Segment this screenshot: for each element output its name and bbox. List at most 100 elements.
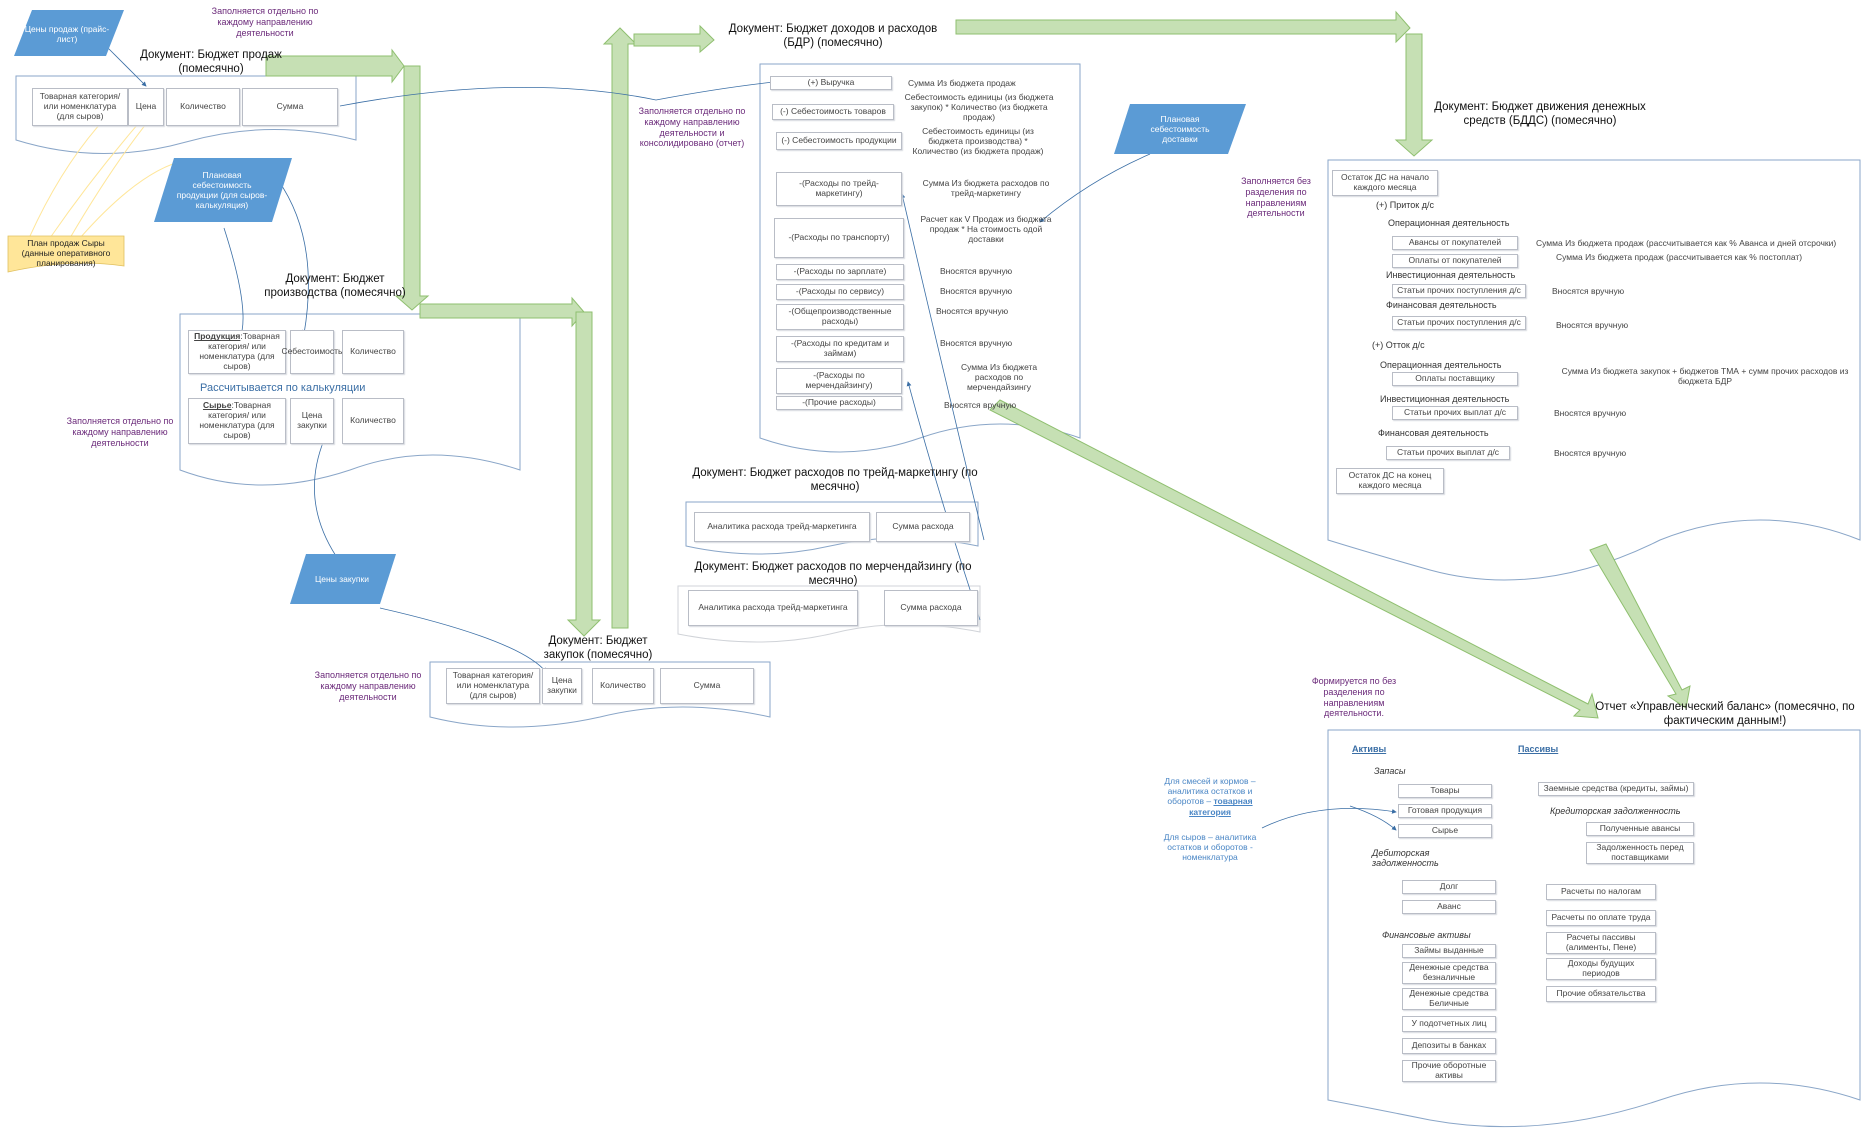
balance-other-calc: Расчеты пассивы (алименты, Пене)	[1546, 932, 1656, 954]
note-fill-each-3: Заполняется отдельно по каждому направле…	[314, 670, 422, 702]
balance-accountable: У подотчетных лиц	[1402, 1016, 1496, 1032]
bdds-op2: Операционная деятельность	[1380, 360, 1502, 370]
bdr-row-product-cost: (-) Себестоимость продукции	[776, 132, 902, 150]
delivery-cost-label: Плановая себестоимость доставки	[1150, 113, 1210, 145]
purch-cell-sum: Сумма	[660, 668, 754, 704]
bdds-advances-src: Сумма Из бюджета продаж (рассчитывается …	[1536, 238, 1837, 248]
balance-tax: Расчеты по налогам	[1546, 884, 1656, 900]
purch-cell-qty: Количество	[592, 668, 654, 704]
bdr-src-service: Вносятся вручную	[940, 286, 1013, 296]
prod-raw-rest: :Товарная категория/ или номенклатура (д…	[199, 400, 275, 440]
delivery-cost-shape	[1114, 104, 1246, 154]
balance-receivables: Дебиторская задолженность	[1372, 848, 1439, 869]
conn-sales-to-bdr	[339, 80, 775, 107]
plan-cost-label: Плановая себестоимость продукции (для сы…	[176, 169, 268, 211]
balance-other-liab: Прочие обязательства	[1546, 986, 1656, 1002]
bdds-inv1: Инвестиционная деятельность	[1386, 270, 1516, 280]
bdr-src-merch: Сумма Из бюджета расходов по мерчендайзи…	[960, 362, 1038, 393]
bdr-row-credits: -(Расходы по кредитам и займам)	[776, 336, 904, 362]
flow-arrow-sales-down	[394, 65, 430, 311]
calc-note: Рассчитывается по калькуляции	[200, 382, 366, 394]
purchase-prices-shape	[290, 554, 396, 604]
balance-raw: Сырье	[1398, 824, 1492, 838]
balance-other-current: Прочие оборотные активы	[1402, 1060, 1496, 1082]
balance-cash: Денежные средства Беличные	[1402, 988, 1496, 1010]
sales-cell-price: Цена	[128, 88, 164, 126]
balance-stocks: Запасы	[1374, 766, 1406, 776]
prod-budget-title: Документ: Бюджет производства (помесячно…	[264, 273, 406, 300]
balance-advance: Аванс	[1402, 900, 1496, 914]
balance-title: Отчет «Управленческий баланс» (помесячно…	[1595, 701, 1855, 728]
bdds-other-in1: Статьи прочих поступления д/с	[1392, 284, 1526, 298]
conn-trade-to-bdr	[900, 193, 985, 541]
bdds-inflow: (+) Приток д/с	[1376, 200, 1434, 210]
prod-cell-price-purchase: Цена закупки	[290, 398, 334, 444]
balance-debt-suppliers: Задолженность перед поставщиками	[1586, 842, 1694, 864]
bdr-row-salary: -(Расходы по зарплате)	[776, 264, 904, 280]
bdds-other-out1: Статьи прочих выплат д/с	[1392, 406, 1518, 420]
bdds-payments: Оплаты от покупателей	[1392, 254, 1518, 268]
flow-arrow-bdr-in	[633, 24, 715, 54]
bdds-other-in2-src: Вносятся вручную	[1556, 320, 1629, 330]
sales-cell-qty: Количество	[166, 88, 240, 126]
flow-arrow-bdr-bdds	[955, 10, 1411, 44]
flow-arrow-prod-purch-v	[566, 311, 602, 637]
bdds-note: Заполняется без разделения по направлени…	[1241, 176, 1311, 219]
balance-finished: Готовая продукция	[1398, 804, 1492, 818]
balance-loans-given: Займы выданные	[1402, 944, 1496, 958]
sales-plan-label: План продаж Сыры (данные оперативного пл…	[21, 238, 111, 268]
conn-plancost2	[277, 179, 309, 335]
merch-title: Документ: Бюджет расходов по мерчендайзи…	[694, 561, 972, 588]
merch-cell-analytics: Аналитика расхода трейд-маркетинга	[688, 590, 858, 626]
sales-cell-sum: Сумма	[242, 88, 338, 126]
bdr-src-credits: Вносятся вручную	[940, 338, 1013, 348]
bdr-note: Заполняется отдельно по каждому направле…	[638, 106, 746, 149]
note-fill-each: Заполняется отдельно по каждому направле…	[211, 6, 319, 38]
balance-debt: Долг	[1402, 880, 1496, 894]
bdr-src-product-cost: Себестоимость единицы (из бюджета произв…	[912, 126, 1044, 157]
prod-cell-product: Продукция:Товарная категория/ или номенк…	[188, 330, 286, 374]
trade-cell-analytics: Аналитика расхода трейд-маркетинга	[694, 512, 870, 542]
balance-future-income: Доходы будущих периодов	[1546, 958, 1656, 980]
purchase-prices-label: Цены закупки	[315, 573, 369, 584]
balance-liabilities: Пассивы	[1518, 744, 1559, 754]
conn-note-to-stocks	[1261, 808, 1397, 829]
plan-cost-shape	[154, 158, 292, 222]
balance-fin-assets: Финансовые активы	[1382, 930, 1471, 940]
conn-purchprice-to-purch	[379, 607, 547, 673]
sales-plan-shape	[7, 235, 125, 273]
merch-cell-sum: Сумма расхода	[884, 590, 978, 626]
bdr-row-goods-cost: (-) Себестоимость товаров	[772, 104, 894, 120]
purch-budget-title: Документ: Бюджет закупок (помесячно)	[543, 635, 653, 662]
balance-note-cheese: Для сыров – аналитика остатков и оборото…	[1163, 832, 1257, 863]
bdds-fin2: Финансовая деятельность	[1378, 428, 1489, 438]
bdr-title: Документ: Бюджет доходов и расходов (БДР…	[728, 23, 938, 50]
bdr-src-trade: Сумма Из бюджета расходов по трейд-марке…	[922, 178, 1050, 199]
prod-cell-qty: Количество	[342, 330, 404, 374]
flow-arrow-bdr-balance	[989, 399, 1599, 719]
bdr-row-service: -(Расходы по сервису)	[776, 284, 904, 300]
flow-arrow-purch-bdr	[602, 27, 638, 629]
bdr-row-merch: -(Расходы по мерчендайзингу)	[776, 368, 902, 394]
note-fill-each-2: Заполняется отдельно по каждому направле…	[66, 416, 174, 448]
bdr-row-transport: -(Расходы по транспорту)	[774, 218, 904, 258]
balance-goods: Товары	[1398, 784, 1492, 798]
balance-received-adv: Полученные авансы	[1586, 822, 1694, 836]
prod-raw-prefix: Сырье	[202, 400, 232, 411]
bdr-src-revenue: Сумма Из бюджета продаж	[908, 78, 1016, 88]
bdr-row-overhead: -(Общепроизводственные расходы)	[776, 304, 904, 330]
prod-cell-cost: Себестоимость	[282, 330, 342, 374]
bdr-src-transport: Расчет как V Продаж из бюджета продаж * …	[920, 214, 1052, 245]
balance-note-mix: Для смесей и кормов – аналитика остатков…	[1160, 776, 1260, 817]
balance-assets: Активы	[1352, 744, 1387, 754]
balance-cash-noncash: Денежные средства безналичные	[1402, 962, 1496, 984]
flow-arrow-sales-prod	[265, 48, 405, 84]
price-list-label: Цены продаж (прайс-лист)	[24, 23, 110, 44]
balance-note: Формируется по без разделения по направл…	[1311, 676, 1397, 719]
bdds-inv2: Инвестиционная деятельность	[1380, 394, 1510, 404]
bdds-op1: Операционная деятельность	[1388, 218, 1510, 228]
prod-product-prefix: Продукция	[194, 331, 241, 342]
bdds-other-out2-src: Вносятся вручную	[1554, 448, 1627, 458]
conn-delivery-to-bdr	[1039, 153, 1151, 223]
bdr-row-revenue: (+) Выручка	[770, 76, 892, 90]
